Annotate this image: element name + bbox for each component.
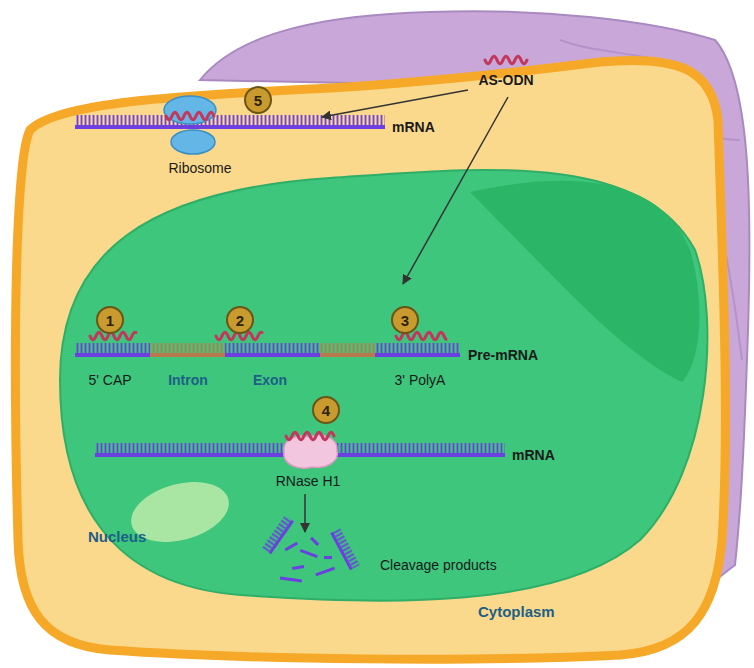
callout-circle: 5 — [244, 86, 272, 114]
part-label: mRNA — [512, 447, 555, 464]
part-label: Exon — [253, 372, 287, 389]
mrna-strand — [75, 125, 385, 129]
nucleus-outline — [60, 170, 707, 601]
part-label: Pre-mRNA — [468, 347, 538, 364]
pre-mrna — [75, 343, 460, 357]
mrna-teeth — [75, 115, 385, 125]
part-label: RNase H1 — [276, 473, 341, 490]
as-odn-strand — [286, 432, 334, 440]
as-odn-strand — [166, 112, 214, 120]
callout-circle: 3 — [391, 306, 419, 334]
region-label: Nucleus — [88, 528, 146, 546]
as-odn-strand — [90, 332, 136, 340]
as-odn-strand — [216, 332, 262, 340]
cleavage-fragments — [262, 515, 360, 582]
ribosome-large — [164, 96, 216, 124]
callout-number: 3 — [401, 313, 409, 328]
cell-region: Cytoplasm 5Nucleus 1 2 3 4 — [10, 50, 732, 665]
part-label: Cleavage products — [380, 557, 497, 574]
rnase-h1-enzyme — [284, 435, 338, 468]
ribosome-small — [171, 130, 215, 154]
part-label: 3' PolyA — [395, 372, 446, 389]
callout-circle: 2 — [226, 306, 254, 334]
part-label: Ribosome — [168, 160, 231, 177]
pointer-arrow — [304, 494, 306, 532]
part-label: mRNA — [392, 119, 435, 136]
region-label: Cytoplasm — [478, 603, 555, 621]
part-label: AS-ODN — [478, 72, 533, 89]
as-odn-strand — [396, 332, 446, 340]
callout-number: 5 — [254, 93, 262, 108]
callout-number: 1 — [106, 313, 114, 328]
callout-circle: 1 — [96, 306, 124, 334]
as-odn-strand — [485, 56, 527, 64]
callout-number: 2 — [236, 313, 244, 328]
part-label: Intron — [168, 372, 208, 389]
callout-number: 4 — [322, 403, 330, 418]
cell-outline — [15, 60, 725, 659]
pointer-arrow — [322, 90, 468, 117]
region-shape — [55, 145, 715, 610]
part-label: 5' CAP — [88, 372, 131, 389]
callout-circle: 4 — [312, 396, 340, 424]
nucleus-region: Nucleus 1 2 3 4 — [55, 145, 715, 610]
